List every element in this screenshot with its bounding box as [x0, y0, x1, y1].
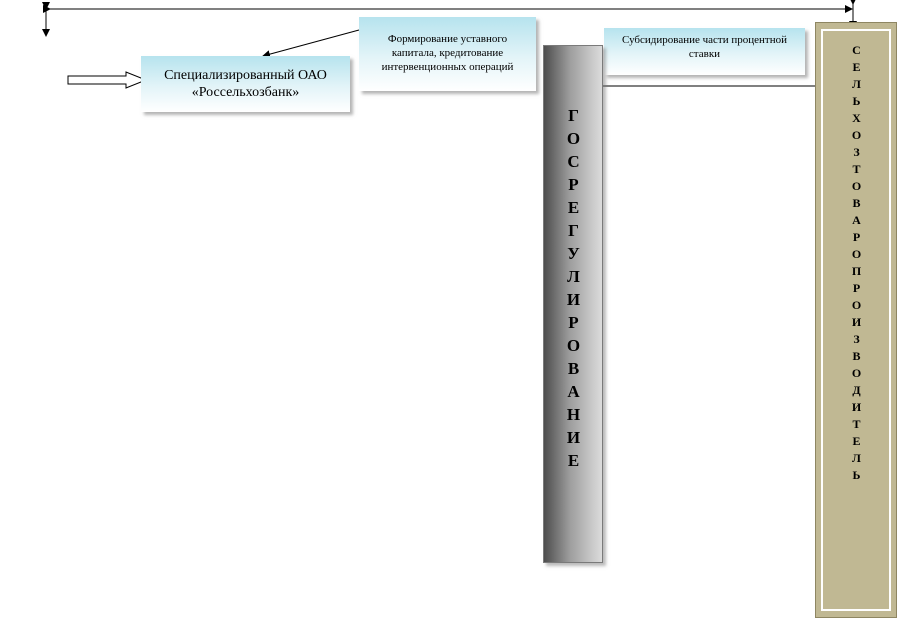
bank-box-label: Специализированный ОАО «Россельхозбанк» [164, 67, 327, 101]
input-block-arrow [67, 71, 148, 89]
capital-formation-box: Формирование уставного капитала, кредито… [359, 17, 536, 91]
capital-to-bank-arrow [262, 29, 360, 59]
gosregulirovanie-column: ГОСРЕГУЛИРОВАНИЕ [543, 45, 603, 563]
gosregulirovanie-label: ГОСРЕГУЛИРОВАНИЕ [564, 106, 583, 474]
capital-formation-label: Формирование уставного капитала, кредито… [381, 33, 514, 73]
selkhozproizvoditel-column: СЕЛЬХОЗТОВАРОПРОИЗВОДИТЕЛЬ [815, 22, 897, 618]
interest-subsidy-box: Субсидирование части процентной ставки [604, 28, 805, 75]
interest-subsidy-label: Субсидирование части процентной ставки [622, 34, 787, 60]
selkhozproizvoditel-label: СЕЛЬХОЗТОВАРОПРОИЗВОДИТЕЛЬ [849, 43, 864, 485]
selkhozproizvoditel-inner-frame: СЕЛЬХОЗТОВАРОПРОИЗВОДИТЕЛЬ [821, 29, 891, 611]
bank-box: Специализированный ОАО «Россельхозбанк» [141, 56, 350, 112]
